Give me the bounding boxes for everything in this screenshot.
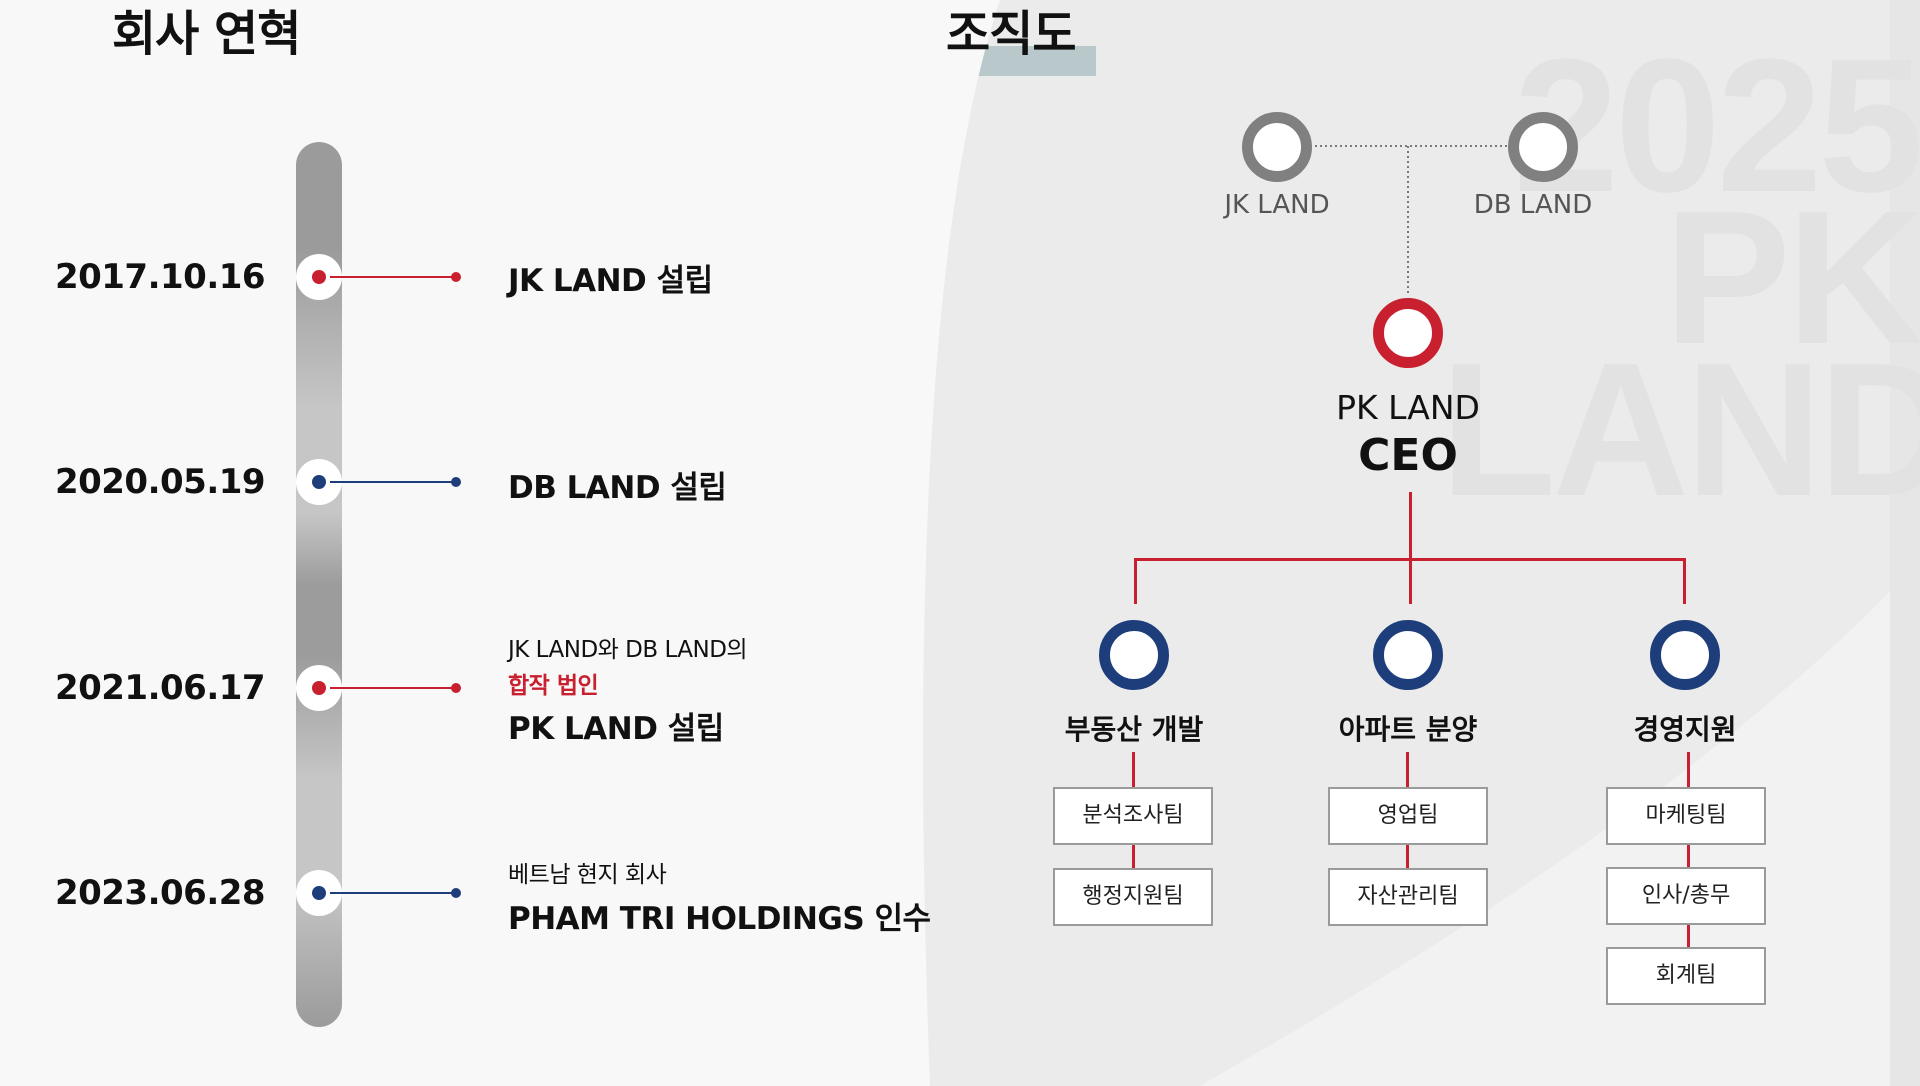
timeline-date: 2021.06.17 — [54, 668, 266, 708]
db-land-label: DB LAND — [1473, 190, 1593, 220]
timeline-item: 2017.10.16 JK LAND 설립 — [0, 247, 1000, 307]
team-box: 인사/총무 — [1606, 867, 1766, 925]
timeline-item: 2020.05.19 DB LAND 설립 — [0, 452, 1000, 512]
team-box: 행정지원팀 — [1053, 868, 1213, 926]
division-connector — [1134, 558, 1137, 604]
timeline-connector — [330, 481, 458, 483]
company-label: PK LAND — [1336, 388, 1480, 427]
division-label: 부동산 개발 — [1064, 713, 1204, 746]
timeline-event: JK LAND 설립 — [508, 263, 713, 299]
team-connector — [1687, 924, 1690, 952]
timeline-event: PK LAND 설립 — [508, 711, 724, 747]
team-box: 자산관리팀 — [1328, 868, 1488, 926]
team-box: 분석조사팀 — [1053, 787, 1213, 845]
watermark-text: 2025 PK LAND — [1440, 20, 1920, 536]
timeline-date: 2020.05.19 — [54, 462, 266, 502]
timeline-subtext: 베트남 현지 회사 — [508, 862, 667, 888]
team-box: 마케팅팀 — [1606, 787, 1766, 845]
team-connector — [1406, 752, 1409, 788]
timeline-item: 2021.06.17 JK LAND와 DB LAND의 합작 법인 PK LA… — [0, 637, 1000, 747]
division-label: 경영지원 — [1633, 713, 1737, 746]
division-connector — [1683, 558, 1686, 604]
timeline-date: 2017.10.16 — [54, 257, 266, 297]
team-connector — [1132, 844, 1135, 872]
team-connector — [1687, 752, 1690, 788]
jk-land-label: JK LAND — [1224, 190, 1330, 220]
timeline-connector-end — [451, 888, 461, 898]
division-node — [1650, 620, 1720, 690]
timeline-connector — [330, 892, 458, 894]
division-node — [1373, 620, 1443, 690]
team-box: 영업팀 — [1328, 787, 1488, 845]
timeline-connector-end — [451, 477, 461, 487]
db-land-node — [1508, 112, 1578, 182]
team-connector — [1687, 844, 1690, 872]
division-label: 아파트 분양 — [1338, 713, 1478, 746]
timeline-connector — [330, 276, 458, 278]
timeline-item: 2023.06.28 베트남 현지 회사 PHAM TRI HOLDINGS 인… — [0, 862, 1000, 937]
division-node — [1099, 620, 1169, 690]
timeline-connector-end — [451, 683, 461, 693]
ceo-node — [1373, 298, 1443, 368]
timeline-connector-end — [451, 272, 461, 282]
ceo-label: CEO — [1358, 430, 1458, 481]
division-connector — [1134, 558, 1686, 561]
timeline-event: DB LAND 설립 — [508, 470, 727, 506]
timeline-connector — [330, 687, 458, 689]
timeline-date: 2023.06.28 — [54, 873, 266, 913]
timeline-event: PHAM TRI HOLDINGS 인수 — [508, 901, 931, 937]
team-connector — [1406, 844, 1409, 872]
team-box: 회계팀 — [1606, 947, 1766, 1005]
team-connector — [1132, 752, 1135, 788]
jk-land-node — [1242, 112, 1312, 182]
timeline-subtext: JK LAND와 DB LAND의 — [508, 637, 748, 663]
ceo-connector — [1409, 492, 1412, 604]
timeline-subtext-highlight: 합작 법인 — [508, 673, 599, 699]
